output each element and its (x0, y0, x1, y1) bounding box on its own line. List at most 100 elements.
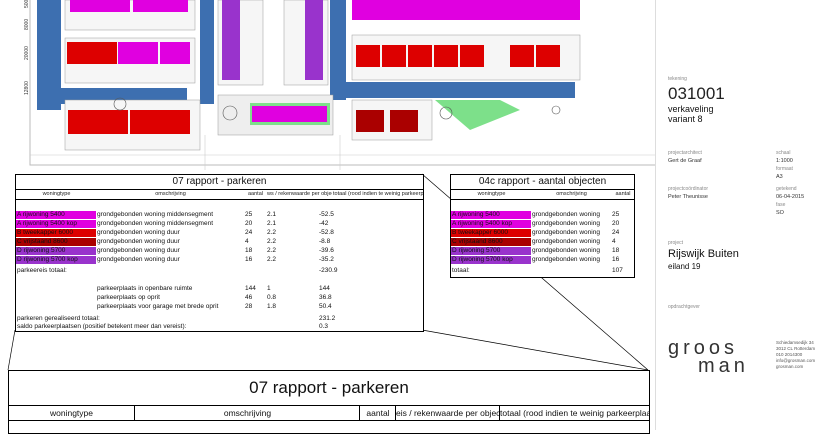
address-line: 010 2014300 (776, 352, 803, 357)
drawing-title-2: variant 8 (668, 114, 703, 124)
parking-cell-type: C vrijstaand 8600 (16, 238, 96, 246)
parking-cell-count: 25 (245, 211, 253, 218)
canal-mid (200, 0, 214, 104)
col-aantal: aantal (248, 191, 263, 198)
objects-table-header: woningtype omschrijving aantal (451, 191, 634, 200)
schaal-label: schaal (776, 150, 791, 156)
supply-cell-total: 144 (319, 285, 330, 292)
obj-col-aantal: aantal (615, 191, 631, 198)
object-cell-count: 4 (612, 238, 616, 245)
balance-total: 0.3 (319, 323, 329, 330)
getekend-label: getekend (776, 186, 797, 192)
site-plan: 8000 20000 12800 5000 (0, 0, 655, 170)
supply-cell-label: parkeerplaats op oprit (97, 294, 160, 301)
object-cell-type: D rijwoning 5700 (451, 247, 531, 255)
col-rekenwaarde: ws / rekenwaarde per object (267, 191, 332, 198)
projectarchitect-label: projectarchitect (668, 150, 702, 156)
parking-cell-desc: grondgebonden woning duur (97, 247, 180, 254)
zoomed-title: 07 rapport - parkeren (9, 371, 649, 406)
supply-cell-label: parkeerplaats voor garage met brede opri… (97, 303, 219, 310)
site-plan-drawing: 8000 20000 12800 5000 (24, 0, 655, 170)
zoomed-header: woningtype omschrijving aantal eis / rek… (9, 406, 650, 421)
logo-top: groos (668, 337, 739, 359)
zoom-col-aantal: aantal (359, 406, 396, 420)
supply-cell-total: 50.4 (319, 303, 332, 310)
drawing-number: 031001 (668, 84, 725, 103)
object-cell-count: 18 (612, 247, 620, 254)
demand-total: -230.9 (319, 267, 338, 274)
parking-cell-desc: grondgebonden woning middensegment (97, 211, 214, 218)
getekend: 06-04-2015 (776, 194, 805, 200)
objects-table: 04c rapport - aantal objecten woningtype… (450, 174, 635, 278)
drawing-title-1: verkaveling (668, 104, 714, 114)
canal-bottom-right (345, 82, 575, 98)
formaat-label: formaat (776, 166, 793, 172)
parking-cell-count: 16 (245, 256, 253, 263)
object-cell-count: 20 (612, 220, 620, 227)
balance-label: saldo parkeerplaatsen (positief betekent… (17, 323, 187, 330)
parking-cell-total: -35.2 (319, 256, 334, 263)
parking-cell-desc: grondgebonden woning duur (97, 229, 180, 236)
object-cell-count: 16 (612, 256, 620, 263)
dim-label-2: 20000 (24, 46, 30, 60)
demand-label: parkeereis totaal: (17, 267, 67, 274)
supply-cell-rate: 1.8 (267, 303, 277, 310)
parking-cell-count: 4 (245, 238, 249, 245)
parking-cell-total: -42 (319, 220, 329, 227)
realized-label: parkeren gerealiseerd totaal: (17, 315, 100, 322)
col-omschrijving: omschrijving (155, 191, 186, 198)
opdrachtgever-label: opdrachtgever (668, 304, 700, 310)
supply-cell-rate: 1 (267, 285, 271, 292)
parking-table: 07 rapport - parkeren woningtype omschri… (15, 174, 424, 332)
address-line: info@grosman.com (776, 358, 816, 363)
projectcoordinator: Peter Theunisse (668, 194, 708, 200)
address-block: Schiedamsedijk 34 3012 CL Rotterdam 010 … (776, 340, 815, 370)
parking-cell-rate: 2.1 (267, 220, 277, 227)
parking-table-title: 07 rapport - parkeren (16, 175, 423, 190)
dim-label-1: 8000 (24, 19, 30, 30)
parking-cell-rate: 2.2 (267, 238, 277, 245)
obj-col-woningtype: woningtype (477, 191, 506, 198)
obj-col-omschrijving: omschrijving (556, 191, 587, 198)
object-cell-type: A rijwoning 5400 kop (451, 220, 531, 228)
supply-cell-count: 46 (245, 294, 253, 301)
parking-cell-type: B tweekapper 6000 (16, 229, 96, 237)
dim-label-3: 12800 (24, 81, 30, 95)
supply-cell-label: parkeerplaats in openbare ruimte (97, 285, 193, 292)
object-cell-count: 25 (612, 211, 620, 218)
object-cell-desc: grondgebonden woning (532, 211, 600, 218)
zoom-col-totaal: totaal (rood indien te weinig parkeerpla… (499, 406, 650, 420)
parking-cell-type: D rijwoning 5700 kop (16, 256, 96, 264)
project-label: project (668, 240, 684, 246)
parking-cell-type: A rijwoning 5400 (16, 211, 96, 219)
projectcoordinator-label: projectcoördinator (668, 186, 709, 192)
supply-cell-total: 36.8 (319, 294, 332, 301)
object-cell-desc: grondgebonden woning (532, 220, 600, 227)
logo-bottom: man (698, 355, 749, 377)
parking-table-header: woningtype omschrijving aantal ws / reke… (16, 191, 423, 200)
objects-total-label: totaal: (452, 267, 470, 274)
dim-label-0: 5000 (24, 0, 30, 8)
title-block: tekening 031001 verkaveling variant 8 pr… (655, 0, 840, 430)
objects-total: 107 (612, 267, 623, 274)
object-cell-desc: grondgebonden woning (532, 247, 600, 254)
object-cell-desc: grondgebonden woning (532, 229, 600, 236)
parking-cell-rate: 2.1 (267, 211, 277, 218)
object-cell-type: A rijwoning 5400 (451, 211, 531, 219)
parking-cell-type: A rijwoning 5400 kop (16, 220, 96, 228)
col-woningtype: woningtype (42, 191, 71, 198)
parking-cell-desc: grondgebonden woning middensegment (97, 220, 214, 227)
grosman-logo: groos man (668, 338, 758, 378)
parking-cell-total: -52.8 (319, 229, 334, 236)
parking-cell-count: 18 (245, 247, 253, 254)
col-totaal: totaal (rood indien te weinig parkeerpla… (333, 191, 423, 198)
objects-table-title: 04c rapport - aantal objecten (451, 175, 634, 190)
parking-cell-count: 24 (245, 229, 253, 236)
address-line: grosman.com (776, 364, 804, 369)
formaat: A3 (776, 174, 783, 180)
